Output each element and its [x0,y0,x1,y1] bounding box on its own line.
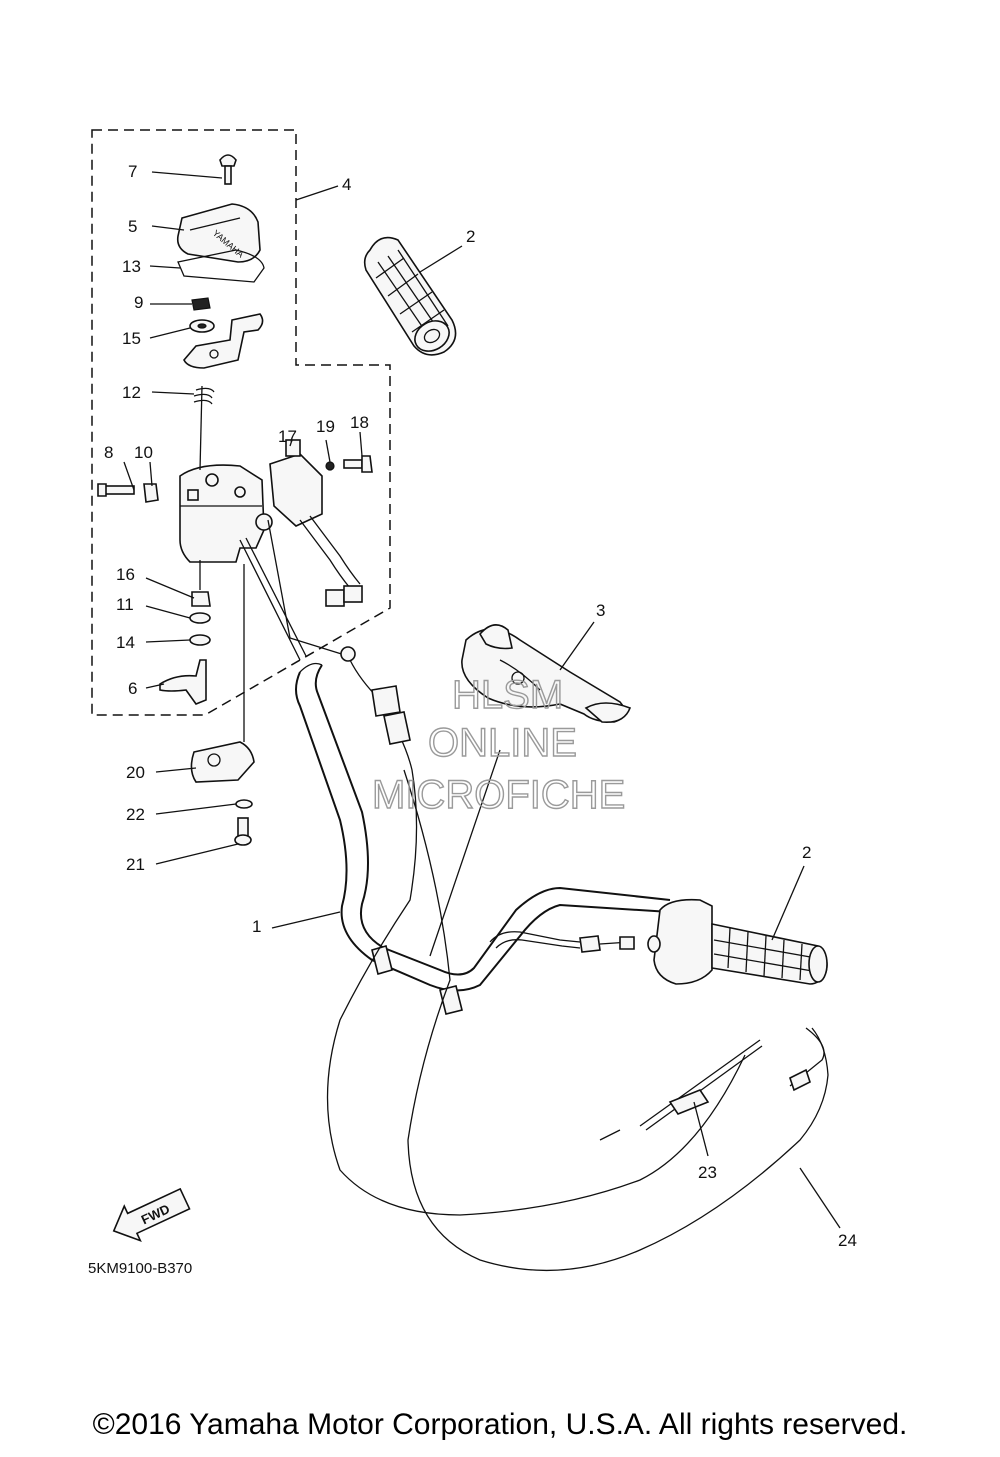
label-18: 18 [350,413,369,432]
label-13: 13 [122,257,141,276]
label-11: 11 [116,595,134,614]
hand-guard [461,624,632,724]
watermark: HLSM ONLINE MICROFICHE [371,672,626,817]
fwd-arrow: FWD [112,1187,191,1242]
label-21: 21 [126,855,145,874]
label-1: 1 [252,917,261,936]
assembly-boundary [91,129,391,716]
label-2-upper: 2 [466,227,475,246]
label-16: 16 [116,565,135,584]
grip-lower [647,898,828,985]
label-10: 10 [134,443,153,462]
label-17: 17 [278,427,297,446]
cable-routing [326,659,829,1272]
label-23: 23 [698,1163,717,1182]
watermark-line-3: MICROFICHE [372,773,625,817]
label-9: 9 [134,293,143,312]
label-20: 20 [126,763,145,782]
label-12: 12 [122,383,141,402]
label-24: 24 [838,1231,857,1250]
part-labels: 7 4 5 2 13 9 15 12 17 19 18 8 10 16 11 3… [104,162,857,1250]
diagram-code: 5KM9100-B370 [88,1260,192,1277]
label-14: 14 [116,633,135,652]
label-4: 4 [342,175,351,194]
label-3: 3 [596,601,605,620]
grip-upper [363,236,457,356]
leader-lines [123,171,841,1229]
label-8: 8 [104,443,113,462]
watermark-line-1: HLSM [452,673,563,717]
label-7: 7 [128,162,137,181]
label-19: 19 [316,417,335,436]
label-22: 22 [126,805,145,824]
watermark-line-2: ONLINE [428,721,577,765]
label-6: 6 [128,679,137,698]
switch-parts: YAMAHA [97,154,825,1141]
label-15: 15 [122,329,141,348]
copyright-notice: ©2016 Yamaha Motor Corporation, U.S.A. A… [92,1408,908,1441]
label-2-lower: 2 [802,843,811,862]
label-5: 5 [128,217,137,236]
